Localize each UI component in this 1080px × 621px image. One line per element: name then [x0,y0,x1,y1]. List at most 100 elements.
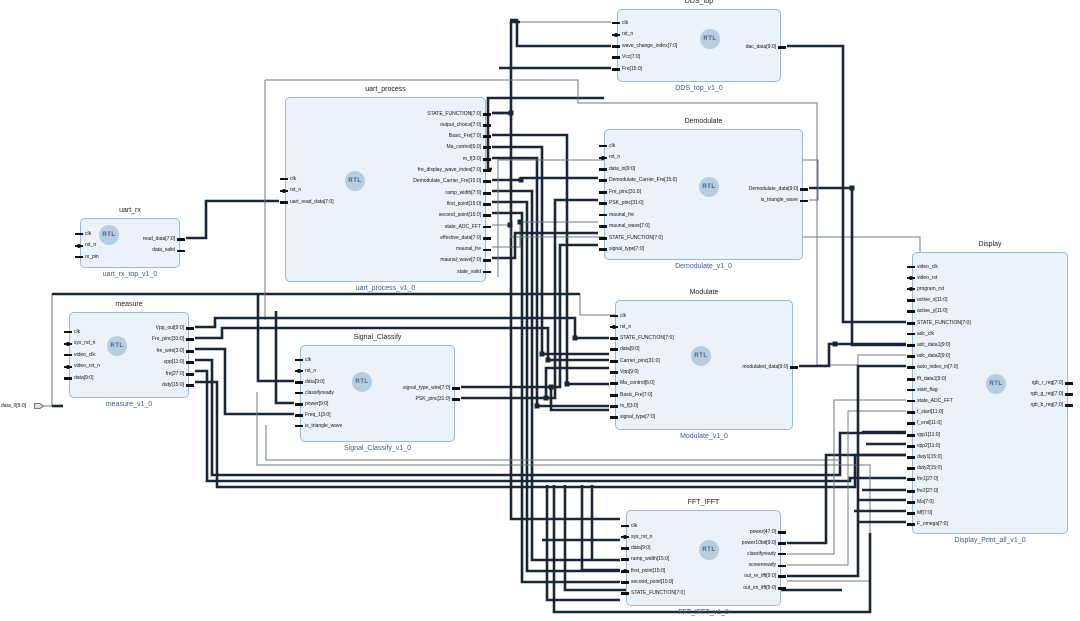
bus-wire[interactable] [461,366,609,400]
net-wire[interactable] [787,399,906,555]
bus-wire[interactable] [510,18,611,48]
output-bus-pin[interactable] [452,397,460,401]
output-bus-pin[interactable] [186,384,194,387]
output-bus-pin[interactable] [483,259,491,263]
bus-wire[interactable] [787,364,906,578]
external-input-port-icon[interactable] [34,403,44,409]
bus-wire[interactable] [787,453,906,545]
bus-wire[interactable] [492,231,598,260]
input-bus-pin[interactable] [907,321,915,325]
input-bus-pin[interactable] [610,348,618,352]
bus-wire[interactable] [195,316,609,340]
input-pin[interactable] [907,400,915,403]
output-bus-pin[interactable] [778,541,786,545]
input-bus-pin[interactable] [295,413,303,417]
input-bus-pin[interactable] [907,511,915,515]
bus-wire[interactable] [195,358,906,477]
input-bus-pin[interactable] [610,416,618,420]
input-pin[interactable] [75,256,83,258]
bus-wire[interactable] [787,44,906,324]
output-bus-pin[interactable] [790,365,798,369]
output-pin[interactable] [778,564,786,567]
bus-wire[interactable] [186,199,279,240]
bus-wire[interactable] [492,156,609,408]
input-pin[interactable] [599,214,607,216]
bus-wire[interactable] [274,311,294,405]
input-bus-pin[interactable] [907,433,915,437]
input-pin[interactable] [599,145,607,147]
output-bus-pin[interactable] [800,187,808,191]
input-pin[interactable] [64,331,72,333]
input-bus-pin[interactable] [907,422,915,426]
input-bus-pin[interactable] [907,478,915,482]
input-bus-pin[interactable] [612,44,620,48]
bus-wire[interactable] [492,145,609,356]
output-bus-pin[interactable] [452,386,460,390]
net-wire[interactable] [265,425,840,461]
input-bus-pin[interactable] [907,355,915,359]
output-pin[interactable] [800,199,808,202]
input-pin[interactable] [612,22,620,24]
output-bus-pin[interactable] [483,202,491,206]
input-bus-pin[interactable] [907,455,915,459]
bus-wire[interactable] [195,347,294,416]
input-pin[interactable] [295,359,303,361]
bus-wire[interactable] [551,243,598,389]
input-bus-pin[interactable] [621,581,629,584]
input-bus-pin[interactable] [907,343,915,347]
bus-wire[interactable] [492,176,598,182]
output-bus-pin[interactable] [778,575,786,579]
input-bus-pin[interactable] [612,67,620,71]
output-bus-pin[interactable] [1065,381,1073,385]
input-bus-pin[interactable] [610,371,618,374]
input-bus-pin[interactable] [907,299,915,303]
input-bus-pin[interactable] [610,359,618,363]
output-bus-pin[interactable] [186,326,194,330]
input-bus-pin[interactable] [621,592,629,596]
input-bus-pin[interactable] [610,382,618,386]
output-pin[interactable] [483,248,491,251]
bus-wire[interactable] [580,485,620,572]
output-pin[interactable] [483,271,491,274]
output-bus-pin[interactable] [186,338,194,341]
output-pin[interactable] [483,226,491,228]
input-bus-pin[interactable] [907,444,915,448]
output-pin[interactable] [177,249,185,252]
output-bus-pin[interactable] [483,112,491,116]
input-bus-pin[interactable] [280,200,288,204]
bus-wire[interactable] [552,485,872,614]
input-bus-pin[interactable] [621,547,629,551]
output-bus-pin[interactable] [186,349,194,353]
bus-wire[interactable] [492,133,609,386]
output-bus-pin[interactable] [483,123,491,127]
net-wire[interactable] [787,410,906,566]
input-bus-pin[interactable] [599,190,607,194]
input-pin[interactable] [907,333,915,336]
output-bus-pin[interactable] [483,180,491,184]
output-bus-pin[interactable] [186,372,194,376]
bus-wire[interactable] [256,293,294,383]
net-wire[interactable] [492,221,598,248]
input-bus-pin[interactable] [599,167,607,171]
net-wire[interactable] [265,79,906,366]
input-bus-pin[interactable] [64,376,72,380]
output-bus-pin[interactable] [483,214,491,218]
input-pin[interactable] [295,392,303,394]
input-bus-pin[interactable] [599,179,607,182]
input-bus-pin[interactable] [295,380,303,384]
bus-wire[interactable] [195,369,906,483]
output-bus-pin[interactable] [483,135,491,139]
input-bus-pin[interactable] [907,366,915,370]
bus-wire[interactable] [546,198,598,400]
output-bus-pin[interactable] [778,586,786,590]
output-bus-pin[interactable] [483,146,491,150]
input-bus-pin[interactable] [621,558,629,562]
output-bus-pin[interactable] [778,45,786,49]
output-bus-pin[interactable] [483,191,491,195]
